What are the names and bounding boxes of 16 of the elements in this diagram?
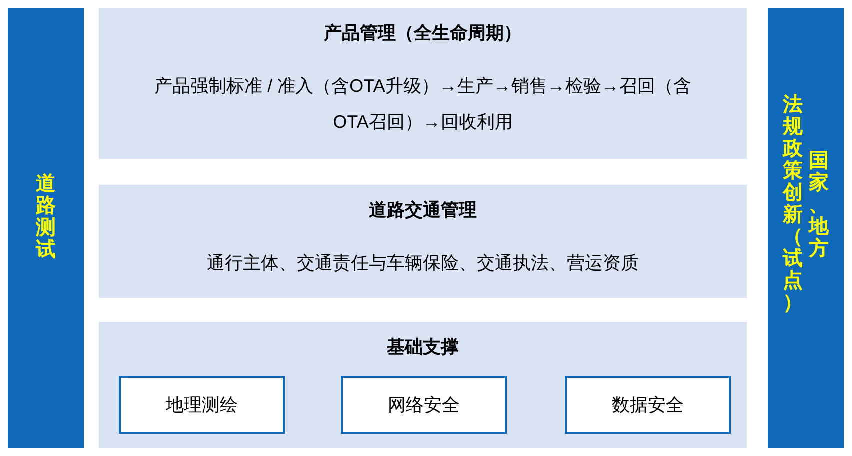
panel-title: 道路交通管理	[368, 199, 478, 222]
panel-title: 产品管理（全生命周期）	[323, 22, 523, 45]
vertical-label: 法规政策创新（试点）	[783, 94, 803, 314]
vertical-label: 国家、地方	[809, 150, 829, 260]
panel-body: 通行主体、交通责任与车辆保险、交通执法、营运资质	[206, 252, 640, 275]
side-bar	[8, 8, 84, 448]
panel-body: 产品强制标准 / 准入（含OTA升级）→生产→销售→检验→召回（含OTA召回）→回收利用	[154, 75, 692, 134]
layer-panel	[99, 322, 747, 448]
panel-title: 基础支撑	[386, 336, 460, 359]
item-box: 数据安全	[565, 376, 731, 434]
item-box: 地理测绘	[119, 376, 285, 434]
layer-panel	[99, 8, 747, 159]
vertical-label: 道路测试	[36, 173, 56, 261]
side-bar	[768, 8, 844, 448]
layer-panel	[99, 185, 747, 298]
item-box: 网络安全	[341, 376, 507, 434]
